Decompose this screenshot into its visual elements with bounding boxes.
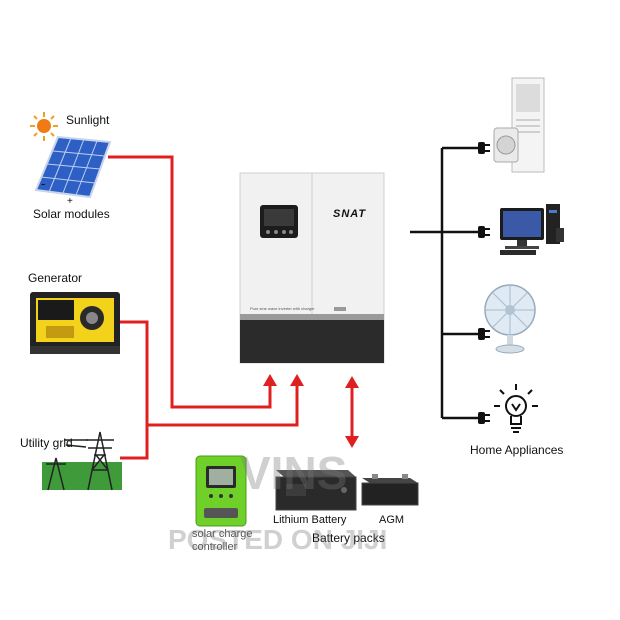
home-appliances-label: Home Appliances (470, 443, 564, 457)
fan-icon (484, 284, 536, 354)
load-wires (410, 146, 480, 420)
computer-icon (500, 204, 564, 255)
red-wires (108, 155, 354, 460)
generator-label: Generator (28, 271, 83, 285)
agm-label: AGM (379, 514, 405, 526)
light-bulb-icon (494, 384, 538, 433)
lithium-battery-label: Lithium Battery (273, 514, 347, 526)
inverter-device (239, 172, 385, 364)
lithium-battery-icon (275, 470, 357, 511)
inverter-panel-text: Pure sine wave inverter with charger (250, 306, 315, 311)
watermark-line1: VINS (240, 447, 348, 499)
sun-icon (30, 112, 58, 141)
charge-controller-icon (195, 455, 247, 527)
solar-minus-label: - (41, 176, 46, 191)
plug-icons (478, 142, 490, 424)
controller-label-line1: solar charge (192, 528, 253, 540)
utility-grid-icon (42, 431, 122, 491)
watermark-line2: POSTED ON JIJI (168, 524, 388, 555)
agm-battery-icon (361, 474, 419, 506)
controller-label-line2: controller (192, 541, 238, 553)
solar-modules-label: Solar modules (33, 207, 110, 221)
battery-packs-label: Battery packs (312, 531, 385, 545)
utility-grid-label: Utility grid (20, 436, 73, 450)
red-arrowheads (263, 374, 359, 448)
inverter-brand: SNAT (333, 208, 367, 220)
solar-plus-label: + (67, 196, 73, 207)
air-conditioner-icon (493, 77, 545, 173)
solar-panel-icon (34, 135, 112, 199)
sunlight-label: Sunlight (66, 113, 110, 127)
generator-icon (30, 292, 120, 354)
